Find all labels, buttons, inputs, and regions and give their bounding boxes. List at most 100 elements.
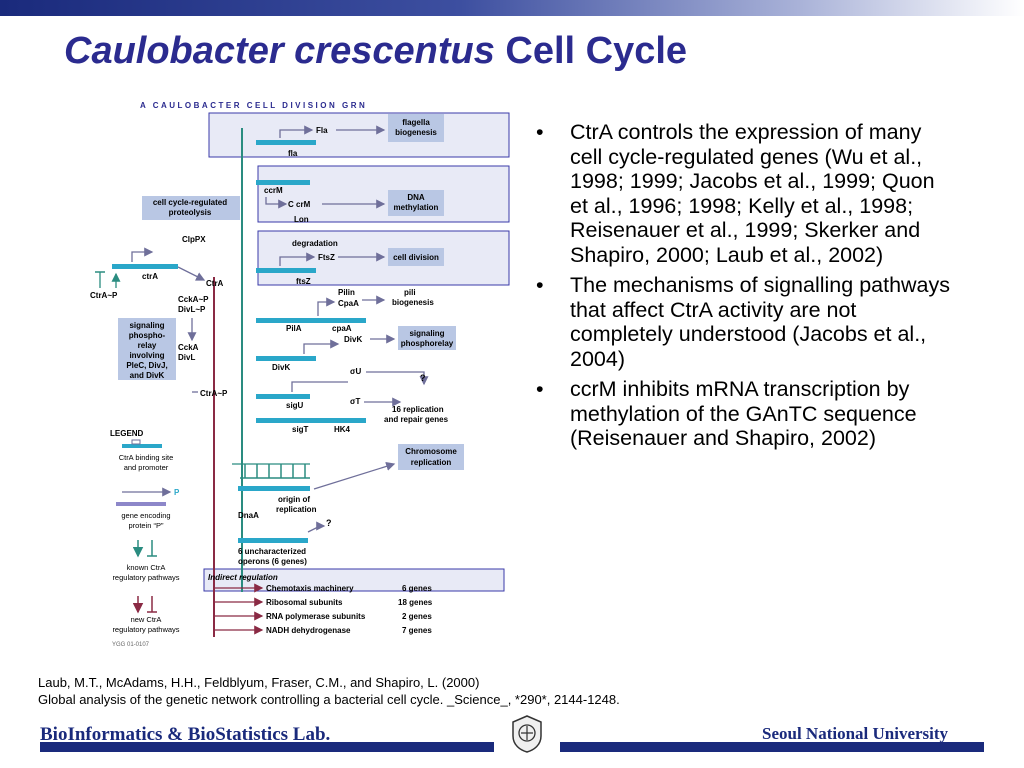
legend-gene-encoding: gene encoding — [121, 511, 170, 520]
bullet-list: CtrA controls the expression of many cel… — [532, 120, 957, 457]
legend-binding-site: CtrA binding site — [119, 453, 174, 462]
indirect-row-3: NADH dehydrogenase 7 genes — [214, 625, 432, 635]
title-rest: Cell Cycle — [505, 30, 688, 72]
fla-gene-bar — [256, 140, 316, 145]
label-dna-methylation: methylation — [394, 203, 439, 212]
label-plec-divj: PleC, DivJ, — [126, 361, 167, 370]
reference: Laub, M.T., McAdams, H.H., Feldblyum, Fr… — [38, 674, 620, 708]
label-lon: Lon — [294, 215, 309, 224]
label-hk4: HK4 — [334, 425, 351, 434]
label-ccka: CckA — [178, 343, 199, 352]
label-ftsz-protein: FtsZ — [318, 253, 335, 262]
ctra-gene-bar — [112, 264, 178, 269]
legend-new-ctra: new CtrA — [131, 615, 162, 624]
indirect-row-count: 7 genes — [402, 626, 432, 635]
indirect-row-name: RNA polymerase subunits — [266, 612, 366, 621]
ccrm-gene-bar — [256, 180, 310, 185]
label-ftsz-gene: ftsZ — [296, 277, 311, 286]
indirect-row-0: Chemotaxis machinery 6 genes — [214, 583, 432, 593]
label-divl-p: DivL~P — [178, 305, 206, 314]
label-divk-protein: DivK — [344, 335, 362, 344]
label-divk-gene: DivK — [272, 363, 290, 372]
indirect-row-count: 18 genes — [398, 598, 433, 607]
sigt-gene-bar — [256, 418, 366, 423]
pila-gene-bar — [256, 318, 366, 323]
label-proteolysis: proteolysis — [169, 208, 212, 217]
footer-bar-left — [40, 742, 494, 752]
label-dna: DNA — [407, 193, 425, 202]
legend-p-label: P — [174, 488, 180, 497]
label-pilin: Pilin — [338, 288, 355, 297]
ftsz-gene-bar — [256, 268, 316, 273]
label-pili-biogenesis: biogenesis — [392, 298, 434, 307]
label-c-ccrm: C crM — [288, 200, 311, 209]
bullet-item: ccrM inhibits mRNA transcription by meth… — [532, 377, 957, 451]
label-pila: PilA — [286, 324, 302, 333]
label-degradation: degradation — [292, 239, 338, 248]
footer-university: Seoul National University — [762, 724, 949, 743]
module-box-flagella — [208, 112, 510, 158]
label-ccka-p: CckA~P — [178, 295, 209, 304]
indirect-row-name: Chemotaxis machinery — [266, 584, 354, 593]
reference-line-1: Laub, M.T., McAdams, H.H., Feldblyum, Fr… — [38, 675, 480, 690]
sigu-gene-bar — [256, 394, 310, 399]
diagram-header: A CAULOBACTER CELL DIVISION GRN — [140, 101, 367, 110]
label-ctra-p-mid: CtrA~P — [200, 389, 228, 398]
label-ygg-code: YGG 01-0107 — [112, 642, 150, 648]
label-sigu: sigU — [286, 401, 304, 410]
label-6-uncharacterized: 6 uncharacterized — [238, 547, 306, 556]
label-signaling-2: signaling — [409, 329, 444, 338]
label-indirect-regulation-text: Indirect regulation — [208, 573, 278, 582]
label-origin-replication: replication — [276, 505, 317, 514]
label-dnaa: DnaA — [238, 511, 259, 520]
label-and-divk: and DivK — [130, 371, 165, 380]
label-phosphorelay: phosphorelay — [401, 339, 454, 348]
label-divl: DivL — [178, 353, 195, 362]
legend-known-ctra: known CtrA — [127, 563, 166, 572]
legend-protein-p: protein “P” — [128, 521, 164, 530]
label-chromosome-replication: replication — [411, 458, 452, 467]
label-ctra-p-left: CtrA~P — [90, 291, 118, 300]
label-operons: operons (6 genes) — [238, 557, 307, 566]
footer-lab-name: BioInformatics & BioStatistics Lab. — [40, 724, 331, 745]
indirect-row-count: 6 genes — [402, 584, 432, 593]
label-sigma-t: σT — [350, 397, 360, 406]
label-fla: Fla — [316, 126, 328, 135]
indirect-row-name: Ribosomal subunits — [266, 598, 343, 607]
label-relay: relay — [138, 341, 157, 350]
label-question-1: ? — [420, 373, 426, 383]
indirect-row-2: RNA polymerase subunits 2 genes — [214, 611, 432, 621]
grn-diagram: A CAULOBACTER CELL DIVISION GRN Fla flag… — [82, 92, 522, 652]
legend-and-promoter: and promoter — [124, 463, 169, 472]
legend-title: LEGEND — [110, 429, 144, 438]
top-gradient-bar — [0, 0, 1024, 16]
footer-bar-right — [560, 742, 984, 752]
indirect-row-name: NADH dehydrogenase — [266, 626, 351, 635]
university-seal-icon — [512, 715, 542, 753]
indirect-row-count: 2 genes — [402, 612, 432, 621]
label-involving: involving — [129, 351, 164, 360]
legend-regulatory-pathways-1: regulatory pathways — [112, 573, 179, 582]
label-chromosome: Chromosome — [405, 447, 457, 456]
label-clppx: ClpPX — [182, 235, 206, 244]
label-ccrm: ccrM — [264, 186, 283, 195]
label-sigt: sigT — [292, 425, 309, 434]
indirect-row-1: Ribosomal subunits 18 genes — [214, 597, 433, 607]
label-question-2: ? — [326, 518, 332, 528]
divk-gene-bar — [256, 356, 316, 361]
legend-regulatory-pathways-2: regulatory pathways — [112, 625, 179, 634]
label-flagella-biogenesis: biogenesis — [395, 128, 437, 137]
label-ctra-protein: CtrA — [206, 279, 224, 288]
label-flagella: flagella — [402, 118, 430, 127]
label-16-replication: 16 replication — [392, 405, 444, 414]
module-box-methylation — [257, 165, 510, 223]
label-cpaa-protein: CpaA — [338, 299, 359, 308]
label-fla-gene: fla — [288, 149, 298, 158]
label-pili: pili — [404, 288, 416, 297]
bullet-item: CtrA controls the expression of many cel… — [532, 120, 957, 267]
label-signaling: signaling — [129, 321, 164, 330]
label-cell-cycle-regulated: cell cycle-regulated — [153, 198, 227, 207]
module-box-indirect — [203, 568, 505, 592]
reference-line-2: Global analysis of the genetic network c… — [38, 692, 620, 707]
label-phospho: phospho- — [129, 331, 166, 340]
